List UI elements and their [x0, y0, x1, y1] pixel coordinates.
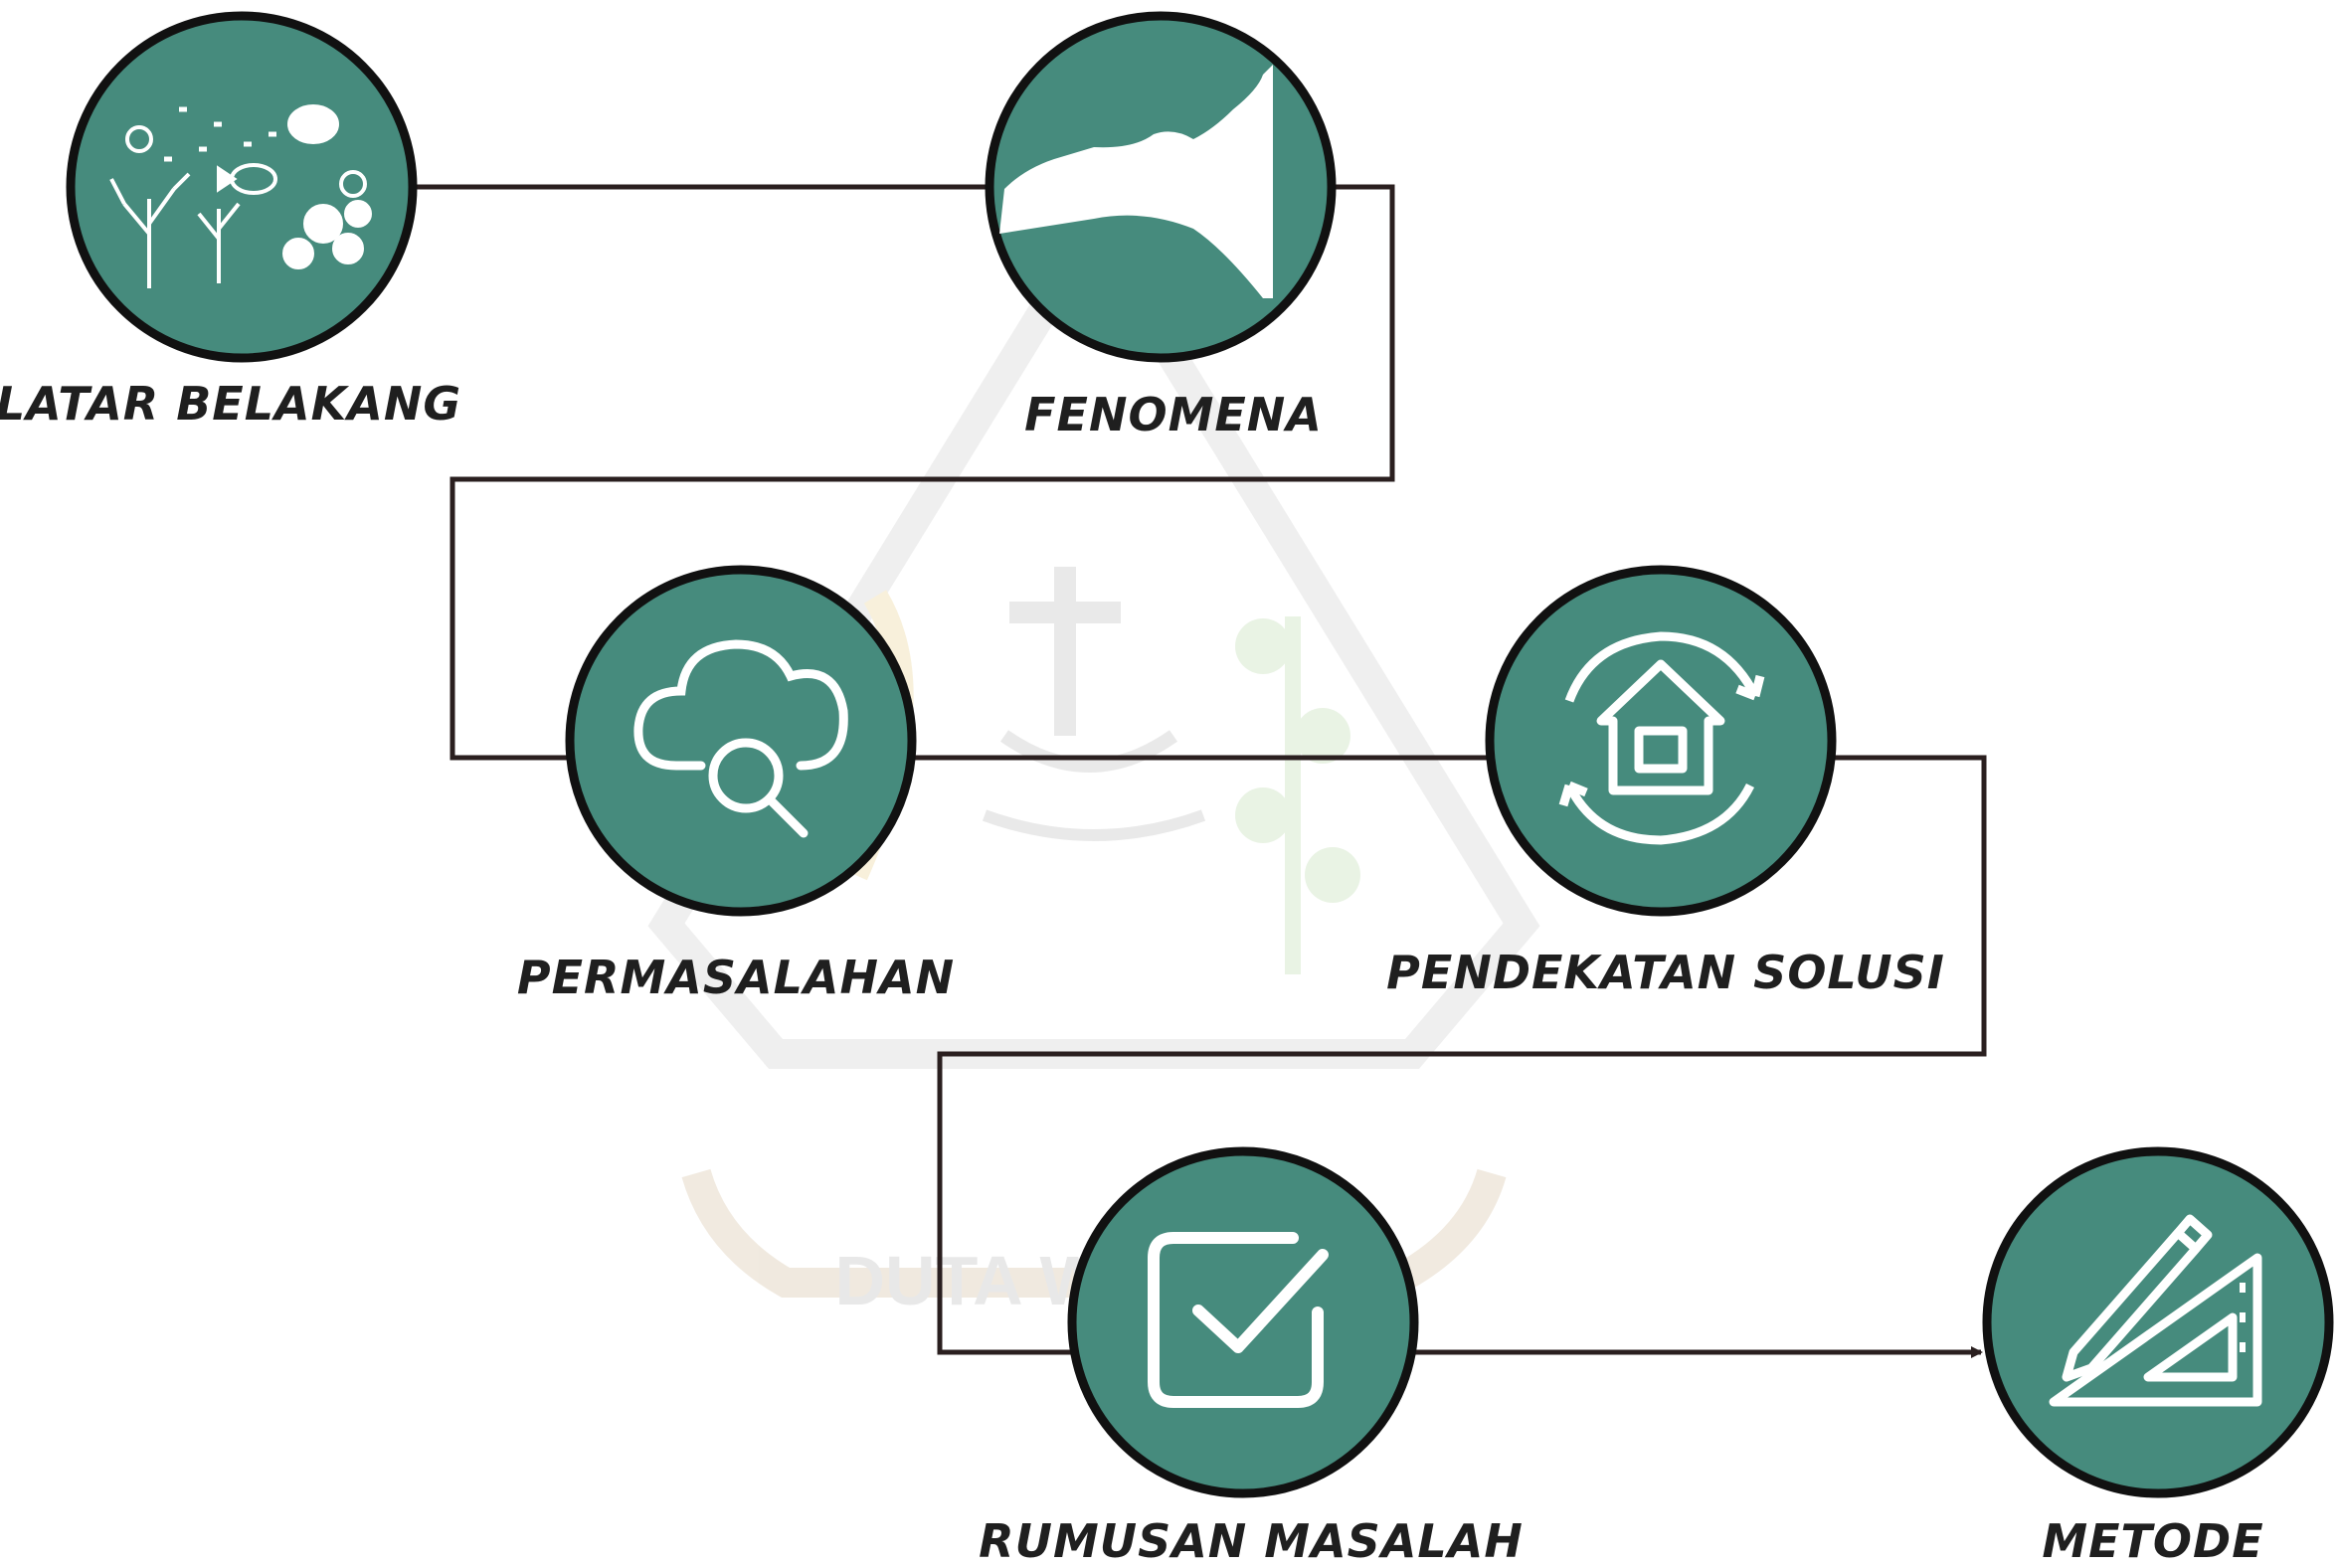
node-metode [1982, 1146, 2334, 1498]
node-rumusan-masalah [1067, 1146, 1419, 1498]
cliff-silhouette-icon [999, 65, 1273, 298]
connectors [413, 184, 1987, 1358]
label-pendekatan-solusi: PENDEKATAN SOLUSI [1386, 946, 1945, 999]
connector-2 [450, 184, 1395, 761]
house-refresh-icon [1558, 631, 1765, 845]
checkbox-icon [1148, 1232, 1329, 1408]
cloud-search-icon [633, 639, 848, 838]
label-permasalahan: PERMASALAHAN [516, 951, 956, 1004]
node-pendekatan-solusi [1485, 565, 1837, 917]
coral-reef-icon [109, 104, 372, 288]
pen-ruler-icon [2049, 1214, 2262, 1407]
label-latar-belakang: LATAR BELAKANG [0, 377, 462, 431]
node-fenomena [985, 11, 1337, 363]
connector-4 [937, 755, 1987, 1355]
label-metode: METODE [2042, 1514, 2264, 1568]
label-rumusan-masalah: RUMUSAN MASALAH [979, 1514, 1524, 1568]
node-latar-belakang [66, 11, 418, 363]
label-fenomena: FENOMENA [1024, 388, 1323, 441]
node-permasalahan [565, 565, 917, 917]
